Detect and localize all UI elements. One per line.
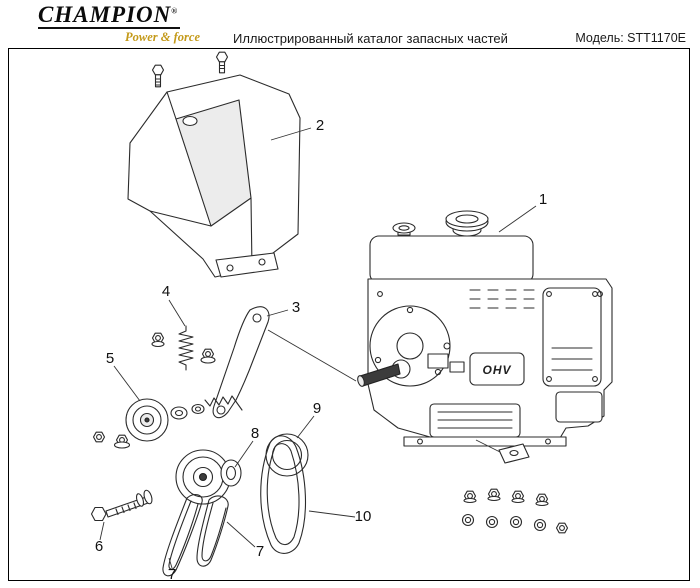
model-label: Модель: STT1170E bbox=[575, 31, 686, 45]
part-callouts: 1 2 3 4 5 6 7 7 8 9 10 bbox=[95, 117, 547, 583]
callout-7b: 7 bbox=[168, 566, 176, 583]
callout-2: 2 bbox=[316, 117, 324, 134]
brand-name: CHAMPION® bbox=[38, 2, 181, 29]
page-header: CHAMPION® Power & force Иллюстрированный… bbox=[0, 0, 700, 48]
bolt-part bbox=[90, 489, 153, 522]
registered-mark: ® bbox=[171, 6, 179, 16]
brand-text: CHAMPION bbox=[38, 2, 172, 27]
callout-6: 6 bbox=[95, 538, 103, 555]
exploded-diagram: OHV bbox=[90, 51, 613, 583]
callout-1: 1 bbox=[539, 191, 547, 208]
tension-pulley-part bbox=[92, 395, 243, 449]
long-belt-part bbox=[260, 435, 306, 554]
callout-10: 10 bbox=[355, 508, 372, 525]
brand-tagline: Power & force bbox=[125, 30, 200, 44]
hardware-washers bbox=[461, 513, 569, 534]
callout-8: 8 bbox=[251, 425, 259, 442]
spring-part bbox=[151, 325, 216, 371]
cover-bolt-icon bbox=[151, 64, 165, 88]
callout-4: 4 bbox=[162, 283, 170, 300]
oil-cap-icon bbox=[392, 222, 416, 236]
clip-part bbox=[498, 443, 530, 464]
fuel-cap-icon bbox=[445, 210, 489, 237]
crankshaft-icon bbox=[357, 359, 411, 387]
drive-belt-right bbox=[196, 495, 229, 567]
valve-cover bbox=[469, 352, 525, 386]
engine-part: OHV bbox=[357, 210, 613, 447]
callout-9: 9 bbox=[313, 400, 321, 417]
cooling-fins bbox=[469, 289, 535, 309]
double-pulley-part bbox=[175, 449, 242, 505]
cover-bolt-icon bbox=[215, 51, 229, 74]
hardware-nuts bbox=[463, 488, 549, 507]
belt-cover-part bbox=[127, 51, 301, 278]
leader-lines bbox=[99, 127, 537, 569]
engine-ohv-label: OHV bbox=[482, 363, 511, 377]
callout-3: 3 bbox=[292, 299, 300, 316]
callout-5: 5 bbox=[106, 350, 114, 367]
champion-logo: CHAMPION® Power & force bbox=[38, 3, 206, 45]
fuel-tank bbox=[369, 235, 534, 284]
muffler-icon bbox=[429, 403, 521, 438]
bracket-part bbox=[212, 306, 270, 419]
drive-belt-left bbox=[162, 493, 203, 577]
catalog-title: Иллюстрированный каталог запасных частей bbox=[233, 31, 508, 46]
callout-7a: 7 bbox=[256, 543, 264, 560]
